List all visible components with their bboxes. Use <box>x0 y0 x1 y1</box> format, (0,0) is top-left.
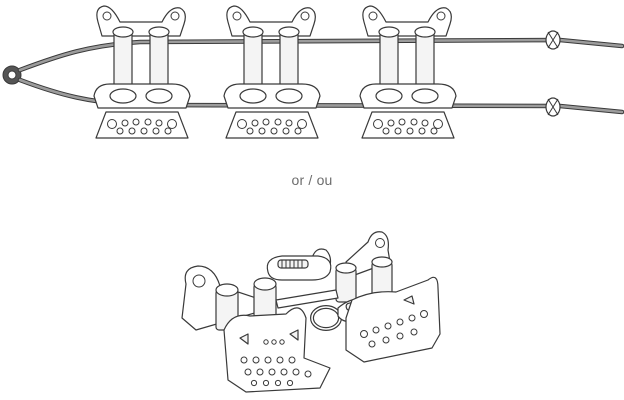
carabiner-upper <box>266 255 332 281</box>
rope-knot-upper <box>545 30 561 50</box>
bottom-illustration <box>181 231 441 393</box>
pulley-unit-1 <box>93 5 191 139</box>
separator-text: or / ou <box>291 172 333 188</box>
connecting-bar <box>275 289 339 309</box>
top-illustration <box>2 5 624 139</box>
pulley-unit-3 <box>359 5 457 139</box>
rope-ring-icon <box>2 65 22 85</box>
pulley-plate-front-left <box>223 307 331 393</box>
rope-upper <box>17 37 624 73</box>
pulley-plate-front-right <box>345 276 441 363</box>
pulley-unit-2 <box>223 5 321 139</box>
rope-knot-lower <box>545 97 561 117</box>
